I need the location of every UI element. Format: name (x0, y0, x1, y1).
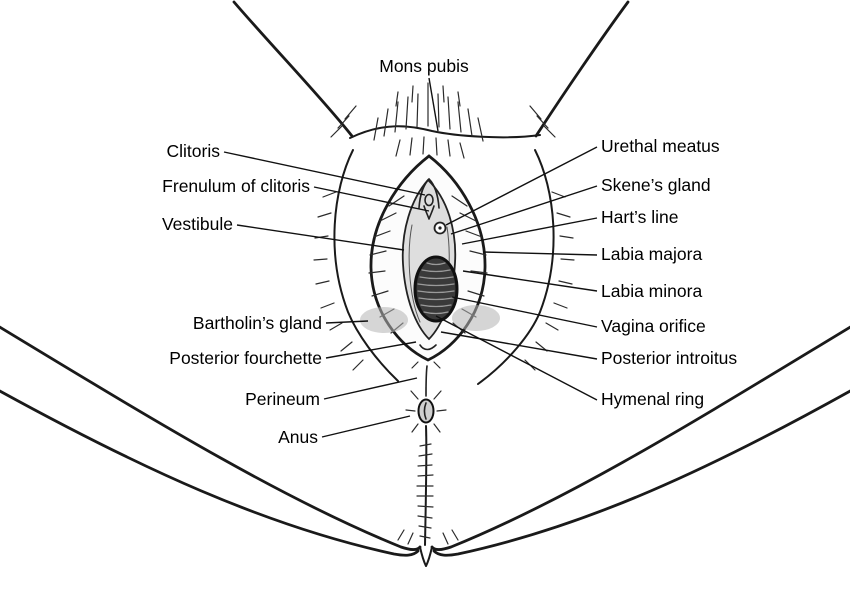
hymenal-ridges (417, 262, 455, 315)
mons-top-crease (349, 125, 541, 139)
mons-hair-hatch (373, 82, 484, 159)
thigh-crease-right (477, 149, 555, 385)
leader-posterior-fourchette (325, 341, 417, 359)
body-outline (0, 0, 850, 567)
midline-below-anus (424, 425, 428, 546)
anus-radiating-creases (405, 386, 447, 437)
label-hymenal-ring: Hymenal ring (601, 389, 704, 409)
thigh-crease-left (333, 149, 399, 382)
label-harts-line: Hart’s line (601, 207, 679, 227)
thigh-line-top-left (232, 0, 354, 138)
leader-anus (321, 415, 411, 438)
anus-slit (423, 402, 427, 420)
label-mons-pubis: Mons pubis (379, 56, 469, 76)
label-bartholins-gland: Bartholin’s gland (193, 313, 322, 333)
leader-posterior-introitus (440, 331, 598, 360)
leader-bartholins-gland (325, 320, 369, 324)
leader-skenes-gland (450, 185, 598, 235)
urethral-meatus-dot (438, 226, 442, 230)
hatching (313, 82, 575, 545)
clitoris-glans (424, 193, 434, 207)
frenulum-folds (423, 205, 435, 220)
bartholins-gland-shading (360, 305, 500, 333)
leader-labia-majora (482, 251, 598, 256)
perineum-anus-region (405, 361, 447, 546)
label-frenulum: Frenulum of clitoris (162, 176, 310, 196)
labels: Mons pubis Clitoris Frenulum of clitoris… (162, 56, 737, 447)
anus (417, 398, 435, 424)
buttock-center-hatch (397, 529, 459, 545)
bartholins-gland-right (452, 305, 500, 331)
label-anus: Anus (278, 427, 318, 447)
buttock-curve-right-outer (430, 325, 850, 552)
bartholins-gland-left (360, 307, 408, 333)
label-labia-minora: Labia minora (601, 281, 702, 301)
vaginal-orifice (413, 255, 459, 323)
label-perineum: Perineum (245, 389, 320, 409)
label-posterior-introitus: Posterior introitus (601, 348, 737, 368)
leader-mons-pubis (428, 77, 439, 132)
clitoral-hood (418, 177, 440, 209)
leader-perineum (323, 377, 418, 400)
label-labia-majora: Labia majora (601, 244, 702, 264)
thigh-line-top-right (534, 0, 630, 138)
gluteal-cleft-notch (419, 546, 433, 567)
leader-clitoris (223, 151, 426, 196)
buttock-curve-left-inner (0, 389, 420, 557)
posterior-fourchette-fold (419, 344, 437, 351)
label-vestibule: Vestibule (162, 214, 233, 234)
label-skenes-gland: Skene’s gland (601, 175, 711, 195)
buttock-curve-right-inner (432, 389, 850, 557)
label-urethal-meatus: Urethal meatus (601, 136, 720, 156)
label-posterior-fourchette: Posterior fourchette (169, 348, 322, 368)
leader-labia-minora (462, 270, 598, 292)
perineum-hatch (411, 361, 441, 369)
leader-vagina-orifice (451, 296, 598, 328)
leader-hymenal-ring (435, 315, 598, 401)
buttock-curve-left-outer (0, 325, 422, 552)
leader-urethal-meatus (445, 146, 598, 226)
label-clitoris: Clitoris (167, 141, 221, 161)
thigh-join-hatch (330, 105, 556, 138)
leader-lines (223, 77, 598, 438)
leader-harts-line (461, 217, 598, 245)
leader-vestibule (236, 224, 405, 251)
label-vagina-orifice: Vagina orifice (601, 316, 706, 336)
vulva-structures (368, 154, 488, 362)
leader-frenulum (313, 186, 430, 212)
cleft-hatch (416, 443, 434, 539)
